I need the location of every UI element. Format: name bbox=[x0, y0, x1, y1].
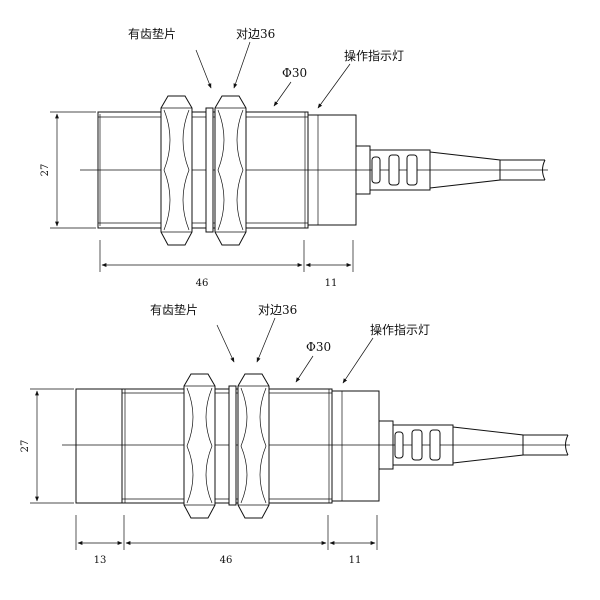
across-flats-label: 对边36 bbox=[258, 303, 297, 317]
hex-nut bbox=[160, 95, 193, 246]
threaded-body bbox=[121, 388, 333, 504]
front-section bbox=[75, 388, 123, 504]
diameter-label: Φ30 bbox=[306, 340, 331, 354]
dimension-body-length-value: 46 bbox=[220, 555, 233, 566]
pointer bbox=[256, 317, 276, 363]
cable-gland bbox=[355, 145, 501, 195]
hex-nut bbox=[237, 373, 270, 519]
indicator-light-label: 操作指示灯 bbox=[370, 322, 430, 337]
pointer bbox=[317, 63, 351, 109]
cable-gland bbox=[378, 420, 524, 470]
pointer bbox=[233, 41, 251, 89]
dimension-cap-length-value: 11 bbox=[325, 278, 338, 289]
indicator-cap bbox=[331, 390, 380, 502]
pointer bbox=[295, 355, 314, 383]
dimension-cap-length-value: 11 bbox=[349, 555, 362, 566]
dimension-body-length-value: 46 bbox=[196, 278, 209, 289]
dimension-front-length-value: 13 bbox=[94, 555, 107, 566]
dimension-height-value: 27 bbox=[20, 440, 31, 453]
sensor-view-1: 有齿垫片 对边36 Φ30 操作指示灯 27 46 11 bbox=[40, 26, 548, 289]
diameter-label: Φ30 bbox=[282, 66, 307, 80]
toothed-washer bbox=[228, 385, 237, 506]
hex-nut bbox=[183, 373, 216, 519]
toothed-washer bbox=[205, 107, 214, 233]
toothed-washer-label: 有齿垫片 bbox=[128, 26, 176, 41]
hex-nut bbox=[214, 95, 247, 246]
sensor-view-2: 有齿垫片 对边36 Φ30 操作指示灯 27 13 46 11 bbox=[20, 302, 570, 566]
cable bbox=[523, 434, 569, 456]
pointer bbox=[195, 49, 212, 89]
pointer bbox=[342, 337, 374, 384]
pointer bbox=[273, 81, 292, 107]
cable bbox=[500, 159, 546, 181]
indicator-light-label: 操作指示灯 bbox=[344, 48, 404, 63]
dimension-height-value: 27 bbox=[40, 164, 51, 177]
pointer bbox=[216, 324, 235, 363]
toothed-washer-label: 有齿垫片 bbox=[150, 302, 198, 317]
across-flats-label: 对边36 bbox=[236, 27, 275, 41]
